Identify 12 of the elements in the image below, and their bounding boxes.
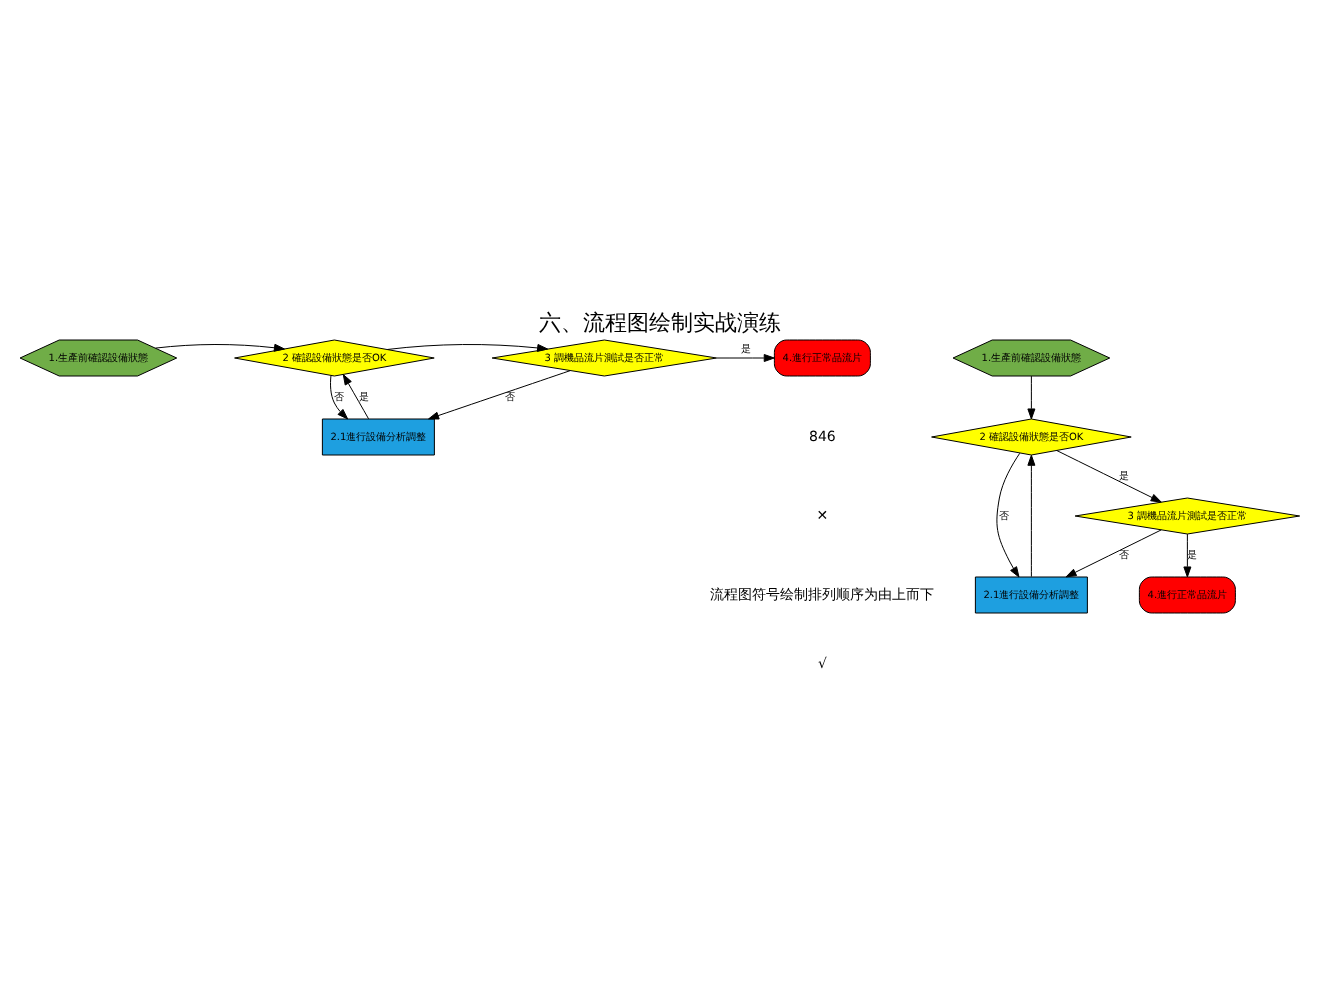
arrow [1027, 375, 1036, 420]
arrow [428, 370, 571, 420]
arrow [716, 354, 775, 362]
arrow [1027, 454, 1036, 578]
arrow [155, 343, 285, 352]
arrow [330, 375, 349, 420]
arrow [386, 343, 549, 352]
arrow [1065, 529, 1162, 578]
arrow [996, 452, 1021, 578]
arrow [1056, 450, 1162, 503]
diagram-title: 六、流程图绘制实战演练 [539, 309, 781, 336]
arrow [342, 374, 370, 420]
